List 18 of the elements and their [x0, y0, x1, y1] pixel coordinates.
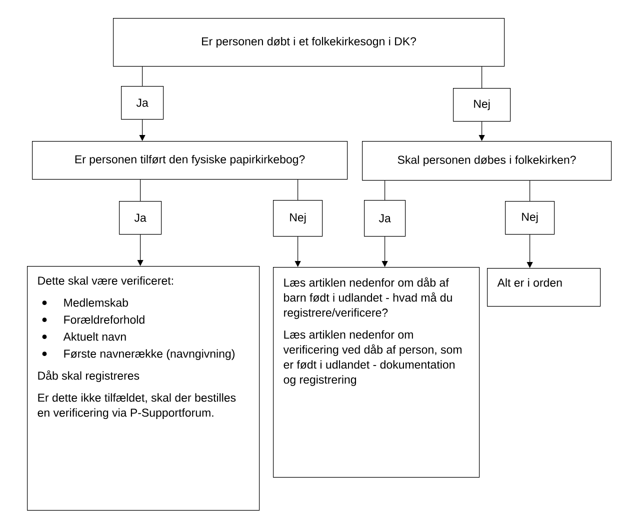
answer-box: Ja	[364, 200, 406, 237]
arrow	[478, 121, 485, 141]
result-box: Alt er i orden	[487, 268, 601, 307]
question-box: Er personen døbt i et folkekirkesogn i DK?	[113, 18, 505, 67]
arrow	[294, 236, 301, 267]
answer-box: Ja	[121, 86, 164, 120]
arrow	[382, 236, 388, 267]
answer-box: Ja	[119, 201, 162, 235]
answer-box: Nej	[273, 200, 323, 237]
answer-box: Nej	[453, 88, 511, 122]
instruction-box: Læs artiklen nedenfor om dåb af barn født i udlandet - hvad må du registrere/verificere? Læs artiklen nedenfor om verificering ved dåb af person, som er født i udlandet - dokumentation og registrering	[273, 267, 480, 478]
question-box: Er personen tilført den fysiske papirkirkebog?	[32, 141, 348, 180]
arrow	[137, 234, 144, 266]
question-box: Skal personen døbes i folkekirken?	[362, 141, 612, 181]
answer-box: Nej	[505, 201, 555, 235]
arrow	[526, 234, 533, 268]
arrow	[139, 119, 146, 141]
instruction-box: Dette skal være verificeret: Medlemskab Forældreforhold Aktuelt navn Første navnerække (navngivning) Dåb skal registreres Er dette ikke tilfældet, skal der bestilles en verificering via P-Supportforum.	[27, 266, 260, 511]
